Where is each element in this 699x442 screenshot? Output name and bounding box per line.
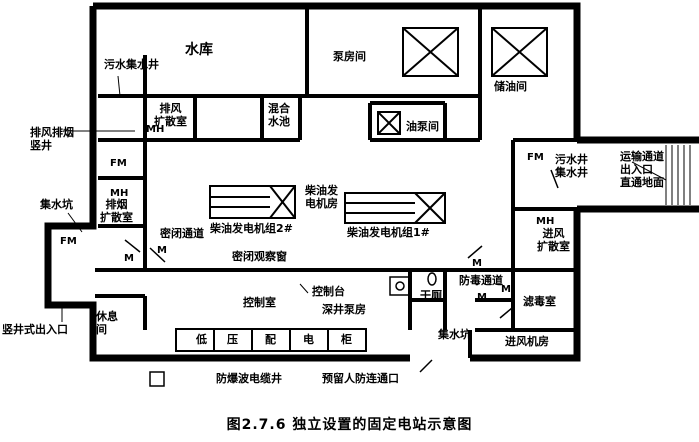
sealed-passage-label: 密闭通道 bbox=[160, 227, 204, 240]
mark-m: M bbox=[157, 245, 167, 256]
mark-mh: MH bbox=[110, 188, 129, 199]
transport-passage-callout: 运输通道出入口直通地面 bbox=[620, 150, 664, 189]
blast-cable-well-callout: 防爆波电缆井 bbox=[216, 372, 282, 385]
cabinet-char: 柜 bbox=[341, 333, 352, 346]
console-label: 控制台 bbox=[312, 285, 345, 298]
mark-fm: FM bbox=[110, 158, 127, 169]
mark-m: M bbox=[477, 292, 487, 303]
mark-fm: FM bbox=[527, 152, 544, 163]
deepwell-pump-label: 深井泵房 bbox=[322, 303, 366, 316]
oil-tanks bbox=[402, 27, 548, 77]
mark-m: M bbox=[501, 284, 511, 295]
fixtures bbox=[149, 272, 437, 387]
oil-pump-box bbox=[377, 111, 401, 135]
figure-caption: 图2.7.6 独立设置的固定电站示意图 bbox=[226, 417, 473, 433]
mark-mh: MH bbox=[536, 216, 555, 227]
rest-room-label: 休息间 bbox=[96, 310, 118, 336]
mark-m: M bbox=[124, 253, 134, 264]
reserved-link-callout: 预留人防连通口 bbox=[322, 372, 399, 385]
cabinet-char: 配 bbox=[265, 333, 276, 346]
control-room-label: 控制室 bbox=[243, 296, 276, 309]
transport-stairs bbox=[665, 145, 691, 205]
oil-storage-label: 储油间 bbox=[494, 80, 527, 93]
genset-1-label: 柴油发电机组1# bbox=[347, 226, 430, 239]
cabinet-char: 电 bbox=[303, 333, 314, 346]
genset-2-label: 柴油发电机组2# bbox=[210, 222, 293, 235]
inner-walls bbox=[95, 8, 577, 358]
cabinet-char: 低 bbox=[196, 333, 207, 346]
mixing-pool-label: 混合水池 bbox=[268, 102, 290, 128]
intake-diffusion-label: 进风扩散室 bbox=[537, 227, 570, 253]
floor-plan-drawing bbox=[44, 2, 699, 387]
intake-fan-room-label: 进风机房 bbox=[505, 335, 549, 348]
diesel-room-label: 柴油发电机房 bbox=[305, 184, 338, 210]
decon-passage-label: 防毒通道 bbox=[459, 274, 503, 287]
cabinet-char: 压 bbox=[227, 333, 238, 346]
cabinet-row bbox=[175, 328, 367, 352]
vertical-exit-callout: 竖井式出入口 bbox=[2, 323, 68, 336]
door-leaves bbox=[124, 169, 559, 373]
generators bbox=[209, 185, 446, 224]
outer-walls bbox=[44, 2, 699, 362]
sewage-well-top-label: 污水集水井 bbox=[104, 58, 159, 71]
sump-bottom-label: 集水坑 bbox=[438, 328, 471, 341]
mark-m: M bbox=[472, 258, 482, 269]
mark-mh: MH bbox=[146, 124, 165, 135]
sump-left-callout: 集水坑 bbox=[40, 198, 73, 211]
smoke-diffusion-label: 排烟扩散室 bbox=[100, 198, 133, 224]
exhaust-diffusion-label: 排风扩散室 bbox=[154, 102, 187, 128]
water-tank-label: 水库 bbox=[185, 42, 213, 58]
mark-fm: FM bbox=[60, 236, 77, 247]
exhaust-shaft-callout: 排风排烟竖井 bbox=[30, 126, 74, 152]
dry-toilet-label: 干厕 bbox=[420, 289, 442, 302]
sealed-window-label: 密闭观察窗 bbox=[232, 250, 287, 263]
sewage-well-right-label: 污水井集水井 bbox=[555, 153, 588, 179]
pump-room-label: 泵房间 bbox=[333, 50, 366, 63]
oil-pump-label: 油泵间 bbox=[406, 120, 439, 133]
leader-lines bbox=[61, 75, 667, 322]
filter-room-label: 滤毒室 bbox=[523, 295, 556, 308]
